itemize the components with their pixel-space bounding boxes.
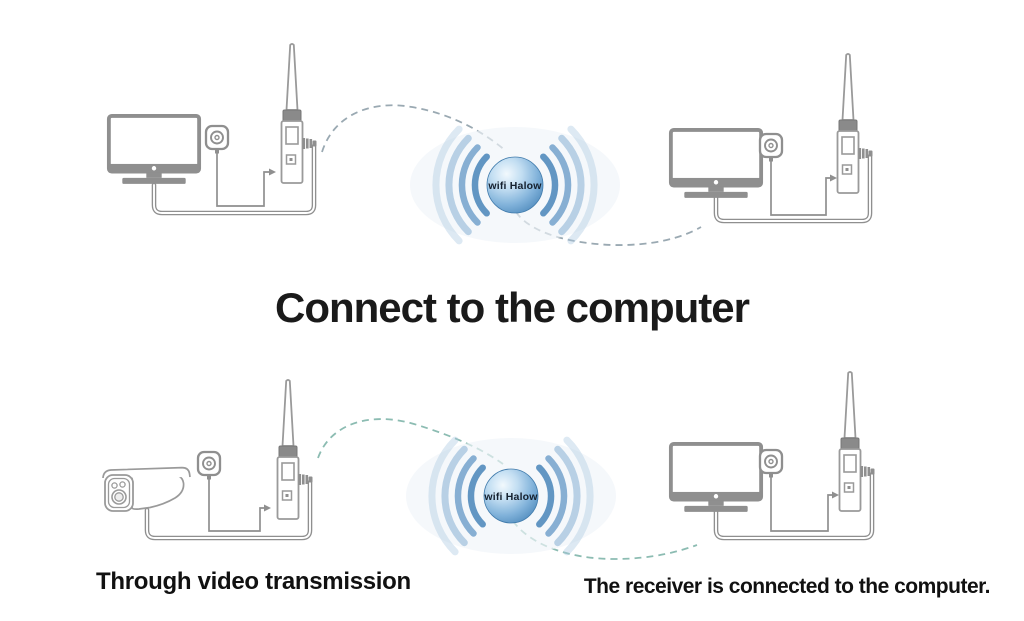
top-left-computer-group (106, 43, 318, 213)
dashed-signal-path-top-right (515, 211, 702, 246)
wifi-halow-globe-icon (483, 468, 539, 524)
antenna-receiver-icon (280, 43, 318, 184)
arrow-icon (264, 504, 271, 512)
power-cable-line (770, 477, 833, 532)
antenna-receiver-icon (838, 370, 876, 512)
power-plug-icon (758, 132, 784, 163)
bottom-left-camera-group (102, 378, 314, 538)
arrow-icon (832, 491, 839, 499)
wifi-halow-globe-icon (486, 156, 544, 214)
wifi-halow-node-top: wifi Halow (410, 127, 620, 243)
camera-icon (102, 466, 191, 512)
wifi-halow-label: wifi Halow (483, 491, 538, 503)
antenna-receiver-icon (836, 53, 874, 194)
power-cable-line (216, 153, 270, 207)
page-title: Connect to the computer (274, 284, 750, 331)
arrow-icon (830, 174, 837, 182)
antenna-transmitter-icon (276, 378, 314, 520)
wifi-halow-label: wifi Halow (487, 180, 542, 192)
monitor-icon (106, 113, 202, 186)
top-right-computer-group (668, 53, 874, 221)
monitor-icon (668, 441, 764, 514)
power-plug-icon (204, 124, 230, 155)
monitor-icon (668, 127, 764, 200)
power-cable-line (770, 161, 831, 216)
power-cable-line (208, 479, 265, 532)
power-plug-icon (758, 448, 784, 479)
wifi-halow-node-bottom: wifi Halow (406, 438, 616, 554)
arrow-icon (269, 168, 276, 176)
caption-video-transmission: Through video transmission (96, 568, 411, 595)
power-plug-icon (196, 450, 222, 481)
bottom-right-computer-group (668, 370, 876, 538)
caption-receiver-computer: The receiver is connected to the compute… (583, 575, 991, 598)
